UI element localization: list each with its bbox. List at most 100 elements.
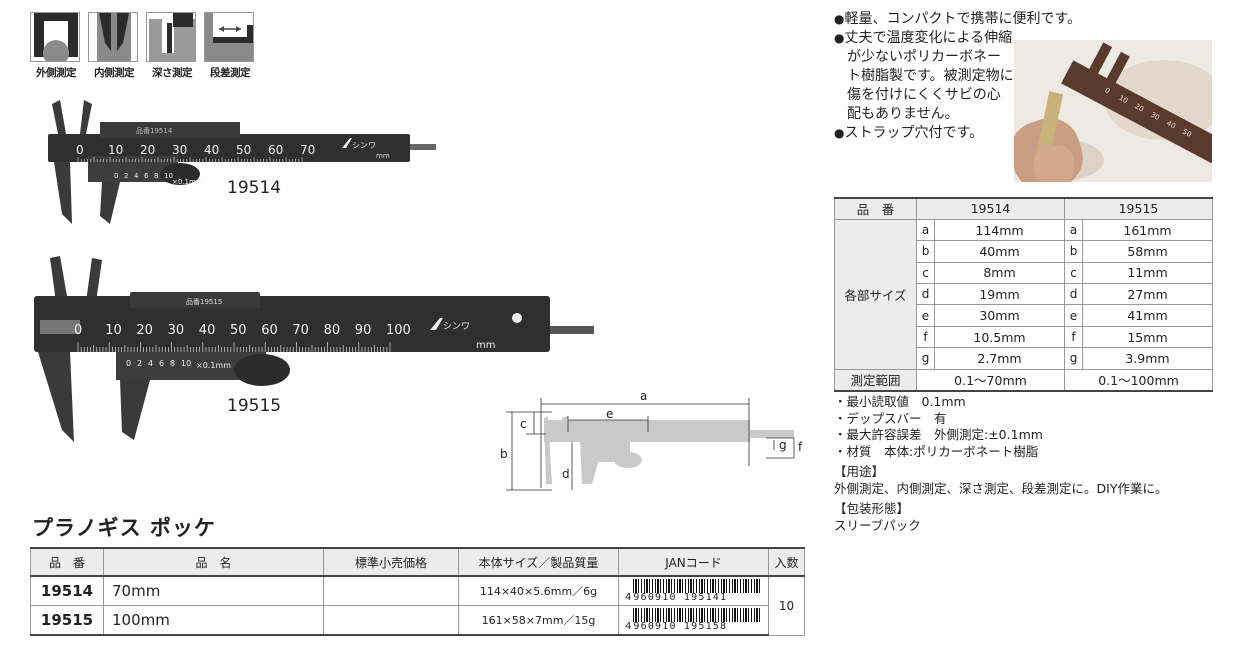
spec-val-19514: 30mm (934, 304, 1065, 327)
spec-row: 各部サイズ a 114mm a 161mm (834, 218, 1213, 370)
caliper-19514-model: 19514 (227, 178, 282, 198)
barcode-first-digit: 4 (625, 621, 632, 632)
note-line: ・デップスバー 有 (834, 410, 947, 426)
scale-number: 10 (105, 323, 122, 338)
svg-text:シンワ: シンワ (443, 322, 470, 332)
spec-row-head: 各部サイズ (834, 218, 917, 370)
spec-letter: g (1064, 347, 1083, 370)
spec-val-19514: 19mm (934, 283, 1065, 306)
scale-number: 70 (300, 143, 315, 157)
header-name: 品 名 (103, 547, 324, 577)
header-size: 本体サイズ／製品質量 (458, 547, 619, 577)
spec-letter: b (916, 240, 935, 263)
row-code: 19514 (30, 575, 104, 606)
feature-item: 丈夫で温度変化による伸縮が少ないポリカーボネート樹脂製です。被測定物に傷を付けに… (834, 29, 1014, 124)
svg-text:40: 40 (1165, 119, 1177, 130)
vernier-unit: ×0.1mm (172, 178, 203, 186)
spec-row: d 19mm d 27mm (835, 283, 1213, 306)
feature-item: ストラップ穴付です。 (834, 124, 1014, 143)
depth-measure: 深さ測定 (146, 12, 198, 80)
spec-letter: e (1064, 304, 1083, 327)
scale-number: 0 (74, 323, 82, 338)
header-price: 標準小売価格 (323, 547, 459, 577)
scale-number: 10 (108, 143, 123, 157)
table-row: 19514 70mm 114×40×5.6mm／6g 4 960910 1951… (30, 575, 805, 636)
step-measure-icon (204, 12, 254, 62)
measurement-type-icons: 外側測定 内側測定 深さ測定 (30, 12, 256, 80)
row-name: 100mm (103, 605, 324, 636)
spec-val-19514: 2.7mm (934, 347, 1065, 370)
vernier-number: 2 (137, 359, 142, 368)
dim-label-e: e (606, 407, 613, 421)
spec-val-19515: 15mm (1082, 325, 1213, 349)
spec-letter: c (916, 261, 935, 285)
spec-val-19515: 161mm (1082, 218, 1213, 242)
scale-number: 50 (236, 143, 251, 157)
caliper-19515-part-no: 品番19515 (186, 298, 222, 306)
spec-letter: f (1064, 325, 1083, 349)
svg-text:20: 20 (1133, 102, 1145, 113)
dim-label-a: a (640, 389, 647, 403)
spec-range-label: 測定範囲 (834, 368, 917, 392)
vernier-unit: ×0.1mm (196, 361, 231, 370)
spec-val-19515: 27mm (1082, 283, 1213, 306)
vernier-number: 0 (114, 172, 118, 180)
vernier-number: 0 (126, 359, 131, 368)
barcode: 4 960910 195158 (625, 608, 762, 632)
spec-letter: a (916, 218, 935, 242)
vernier-number: 10 (164, 172, 173, 180)
spec-letter: b (1064, 240, 1083, 263)
vernier-number: 10 (181, 359, 191, 368)
feature-item: 軽量、コンパクトで携帯に便利です。 (834, 10, 1124, 29)
dim-label-b: b (500, 447, 508, 461)
product-table-header: 品 番 品 名 標準小売価格 本体サイズ／製品質量 JANコード 入数 (30, 547, 805, 577)
barcode-digits: 960910 195141 (633, 593, 762, 603)
scale-number: 100 (386, 323, 411, 338)
scale-number: 60 (261, 323, 278, 338)
product-table: 品 番 品 名 標準小売価格 本体サイズ／製品質量 JANコード 入数 1951… (30, 547, 805, 636)
spec-letter: d (916, 283, 935, 306)
scale-number: 80 (324, 323, 341, 338)
use-heading: 【用途】 (834, 464, 885, 479)
spec-notes: ・最小読取値 0.1mm ・デップスバー 有 ・最大許容誤差 外側測定:±0.1… (834, 394, 1167, 534)
caliper-19515-model: 19515 (227, 396, 282, 416)
spec-letter: f (916, 325, 935, 349)
spec-range-row: 測定範囲 0.1～70mm 0.1～100mm (834, 368, 1213, 392)
barcode-digits: 960910 195158 (633, 622, 762, 632)
pack-heading: 【包装形態】 (834, 501, 910, 516)
spec-val-19514: 40mm (934, 240, 1065, 263)
spec-range-19515: 0.1～100mm (1064, 368, 1213, 392)
svg-text:シンワ: シンワ (352, 141, 376, 150)
depth-measure-icon (146, 12, 196, 62)
row-code: 19515 (30, 605, 104, 636)
inside-measure-icon (88, 12, 138, 62)
row-qty: 10 (768, 575, 805, 636)
vernier-number: 4 (134, 172, 139, 180)
outside-measure-icon (30, 12, 80, 62)
scale-number: 60 (268, 143, 283, 157)
scale-number: 50 (230, 323, 247, 338)
spec-val-19515: 58mm (1082, 240, 1213, 263)
icon-label: 段差測定 (210, 67, 251, 79)
svg-text:mm: mm (476, 340, 495, 351)
step-measure: 段差測定 (204, 12, 256, 80)
spec-letter: a (1064, 218, 1083, 242)
spec-header-label: 品 番 (834, 196, 917, 220)
spec-header-19514: 19514 (916, 196, 1065, 220)
spec-letter: d (1064, 283, 1083, 306)
scale-number: 30 (168, 323, 185, 338)
spec-val-19515: 11mm (1082, 261, 1213, 285)
barcode-first-digit: 4 (625, 592, 632, 603)
scale-number: 40 (204, 143, 219, 157)
spec-val-19515: 41mm (1082, 304, 1213, 327)
scale-number: 70 (292, 323, 309, 338)
vernier-number: 6 (144, 172, 149, 180)
note-line: ・最大許容誤差 外側測定:±0.1mm (834, 427, 1043, 442)
brand-logo: シンワ (342, 138, 376, 150)
icon-label: 外側測定 (36, 67, 77, 79)
row-jan: 4 960910 195141 (618, 575, 769, 606)
use-text: 外側測定、内側測定、深さ測定、段差測定に。DIY作業に。 (834, 480, 1168, 496)
dim-label-g: g (779, 438, 787, 452)
